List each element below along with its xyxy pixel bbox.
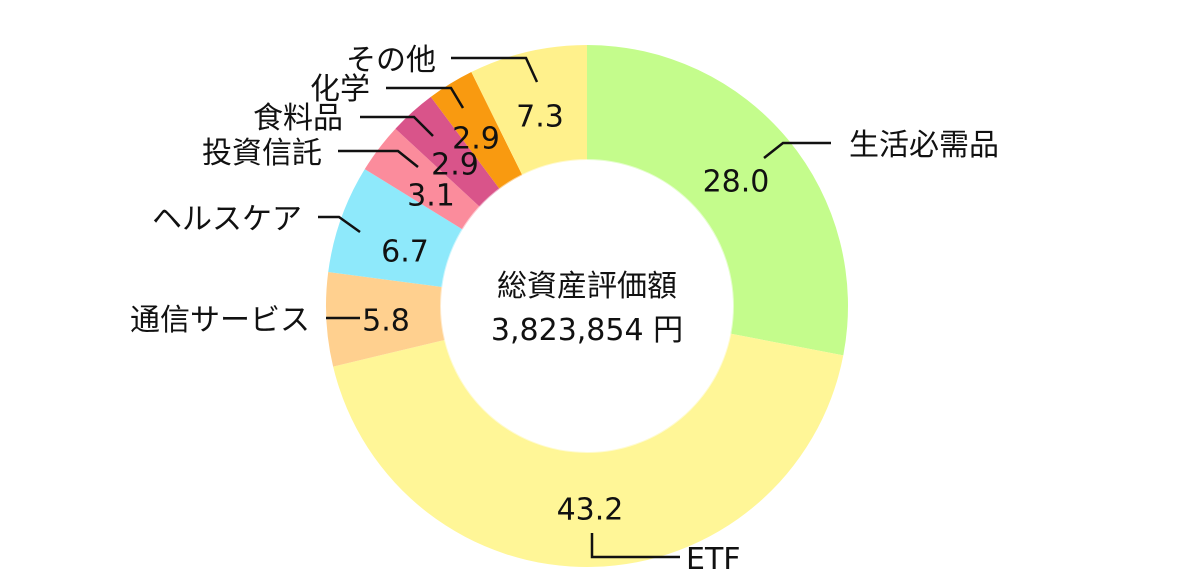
slice-1-value-label: 28.0: [703, 165, 770, 200]
slice-1-arc: [587, 45, 849, 356]
slice-8-value-label: 7.3: [516, 100, 564, 135]
value-labels-group: 28.043.25.86.73.12.92.97.3: [362, 100, 769, 528]
slice-2-arc: [333, 333, 844, 567]
slice-7-value-label: 2.9: [452, 122, 500, 157]
slice-1-leader-line: [763, 141, 831, 159]
slice-6-value-label: 2.9: [431, 148, 479, 183]
slice-5-leader-line: [338, 149, 419, 168]
slice-7-leader-line: [386, 86, 465, 109]
slice-4-category-label: ヘルスケア: [152, 202, 302, 237]
leader-lines-group: [318, 56, 831, 559]
slice-2-leader-line: [590, 533, 680, 559]
center-total-value: 3,823,854 円: [491, 313, 683, 348]
slice-8-leader-line: [451, 56, 539, 83]
inner-ring-highlight: [440, 159, 734, 453]
slices-group: [326, 45, 849, 567]
slice-5-value-label: 3.1: [407, 179, 455, 214]
center-title: 総資産評価額: [497, 269, 677, 304]
slice-1-category-label: 生活必需品: [849, 128, 999, 163]
slice-8-arc: [471, 45, 587, 176]
slice-3-arc: [326, 272, 445, 367]
donut-hole: [452, 171, 722, 441]
slice-7-arc: [430, 72, 523, 190]
slice-7-category-label: 化学: [310, 72, 370, 107]
slice-6-category-label: 食料品: [253, 101, 343, 136]
slice-4-value-label: 6.7: [381, 235, 429, 270]
slice-4-leader-line: [318, 215, 361, 234]
slice-4-arc: [328, 169, 463, 288]
slice-3-category-label: 通信サービス: [130, 303, 310, 338]
slice-2-value-label: 43.2: [557, 493, 624, 528]
slice-6-leader-line: [360, 115, 434, 137]
slice-2-category-label: ETF: [686, 542, 741, 577]
slice-8-category-label: その他: [346, 43, 436, 78]
slice-5-category-label: 投資信託: [202, 136, 322, 171]
slice-5-arc: [364, 128, 480, 230]
slice-3-value-label: 5.8: [362, 304, 410, 339]
